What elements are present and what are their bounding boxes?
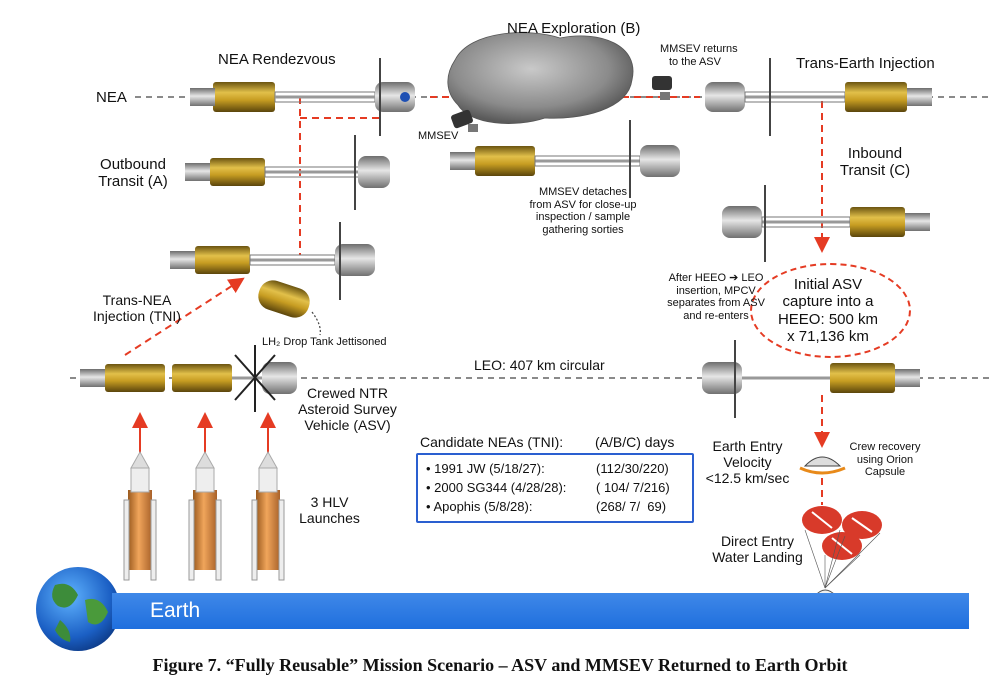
nea-row-name: • 1991 JW (5/18/27): — [426, 461, 545, 476]
asv-leo-returned-icon — [702, 340, 920, 418]
trans-earth-injection-label: Trans-Earth Injection — [796, 55, 935, 72]
earth-entry-label: Earth Entry Velocity <12.5 km/sec — [705, 438, 790, 487]
mmsev-label: MMSEV — [418, 130, 459, 142]
mmsev-returning-icon — [652, 76, 672, 100]
nea-rendezvous-label: NEA Rendezvous — [218, 51, 336, 68]
leo-label: LEO: 407 km circular — [474, 357, 605, 373]
asv-mmsev-detach-icon — [450, 120, 680, 198]
nea-row-name: • Apophis (5/8/28): — [426, 499, 533, 514]
earth-label: Earth — [150, 599, 201, 622]
mmsev-icon — [451, 109, 478, 132]
asv-tei-icon — [705, 58, 932, 136]
asv-nea-rendezvous-icon — [190, 58, 415, 136]
direct-entry-label: Direct Entry Water Landing — [712, 533, 803, 566]
asteroid-icon — [447, 32, 634, 124]
initial-capture-label: Initial ASV capture into a HEEO: 500 km … — [777, 276, 879, 345]
nea-exploration-label: NEA Exploration (B) — [507, 20, 641, 37]
hlv-rocket-icon-3 — [251, 450, 285, 581]
asv-outbound-icon — [185, 135, 390, 210]
orion-capsule-icon — [799, 456, 846, 475]
nea-row-days: ( 104/ 7/216) — [596, 480, 670, 495]
earth-band — [112, 593, 969, 629]
asv-leo-icon — [80, 345, 297, 412]
asv-inbound-icon — [722, 185, 930, 262]
nea-label: NEA — [96, 89, 127, 106]
heeo-capture-ellipse — [750, 263, 911, 358]
hlv-rocket-icon-2 — [188, 450, 222, 581]
figure-caption: Figure 7. “Fully Reusable” Mission Scena… — [152, 655, 848, 675]
drop-tank-icon — [258, 280, 321, 336]
crew-recovery-label: Crew recovery using Orion Capsule — [849, 441, 921, 479]
nea-candidates-box: • 1991 JW (5/18/27): (112/30/220) • 2000… — [416, 453, 694, 523]
heeo-insertion-label: After HEEO ➔ LEO insertion, MPCV separat… — [667, 272, 765, 322]
asv-tni-icon — [170, 222, 375, 300]
earth-globe-icon — [36, 567, 120, 651]
hlv-launches-label: 3 HLV Launches — [299, 494, 360, 527]
nea-table-header-right: (A/B/C) days — [595, 434, 675, 450]
hlv-rocket-icon-1 — [123, 450, 157, 581]
drop-tank-label: LH₂ Drop Tank Jettisoned — [262, 336, 387, 348]
nea-row-name: • 2000 SG344 (4/28/28): — [426, 480, 567, 495]
nea-table-header-left: Candidate NEAs (TNI): — [420, 434, 564, 450]
parachutes-icon — [802, 506, 882, 597]
mmsev-detaches-label: MMSEV detaches from ASV for close-up ins… — [529, 186, 637, 236]
nea-row-days: (112/30/220) — [596, 461, 669, 476]
nea-row-days: (268/ 7/ 69) — [596, 499, 667, 514]
crewed-ntr-label: Crewed NTR Asteroid Survey Vehicle (ASV) — [298, 385, 397, 434]
